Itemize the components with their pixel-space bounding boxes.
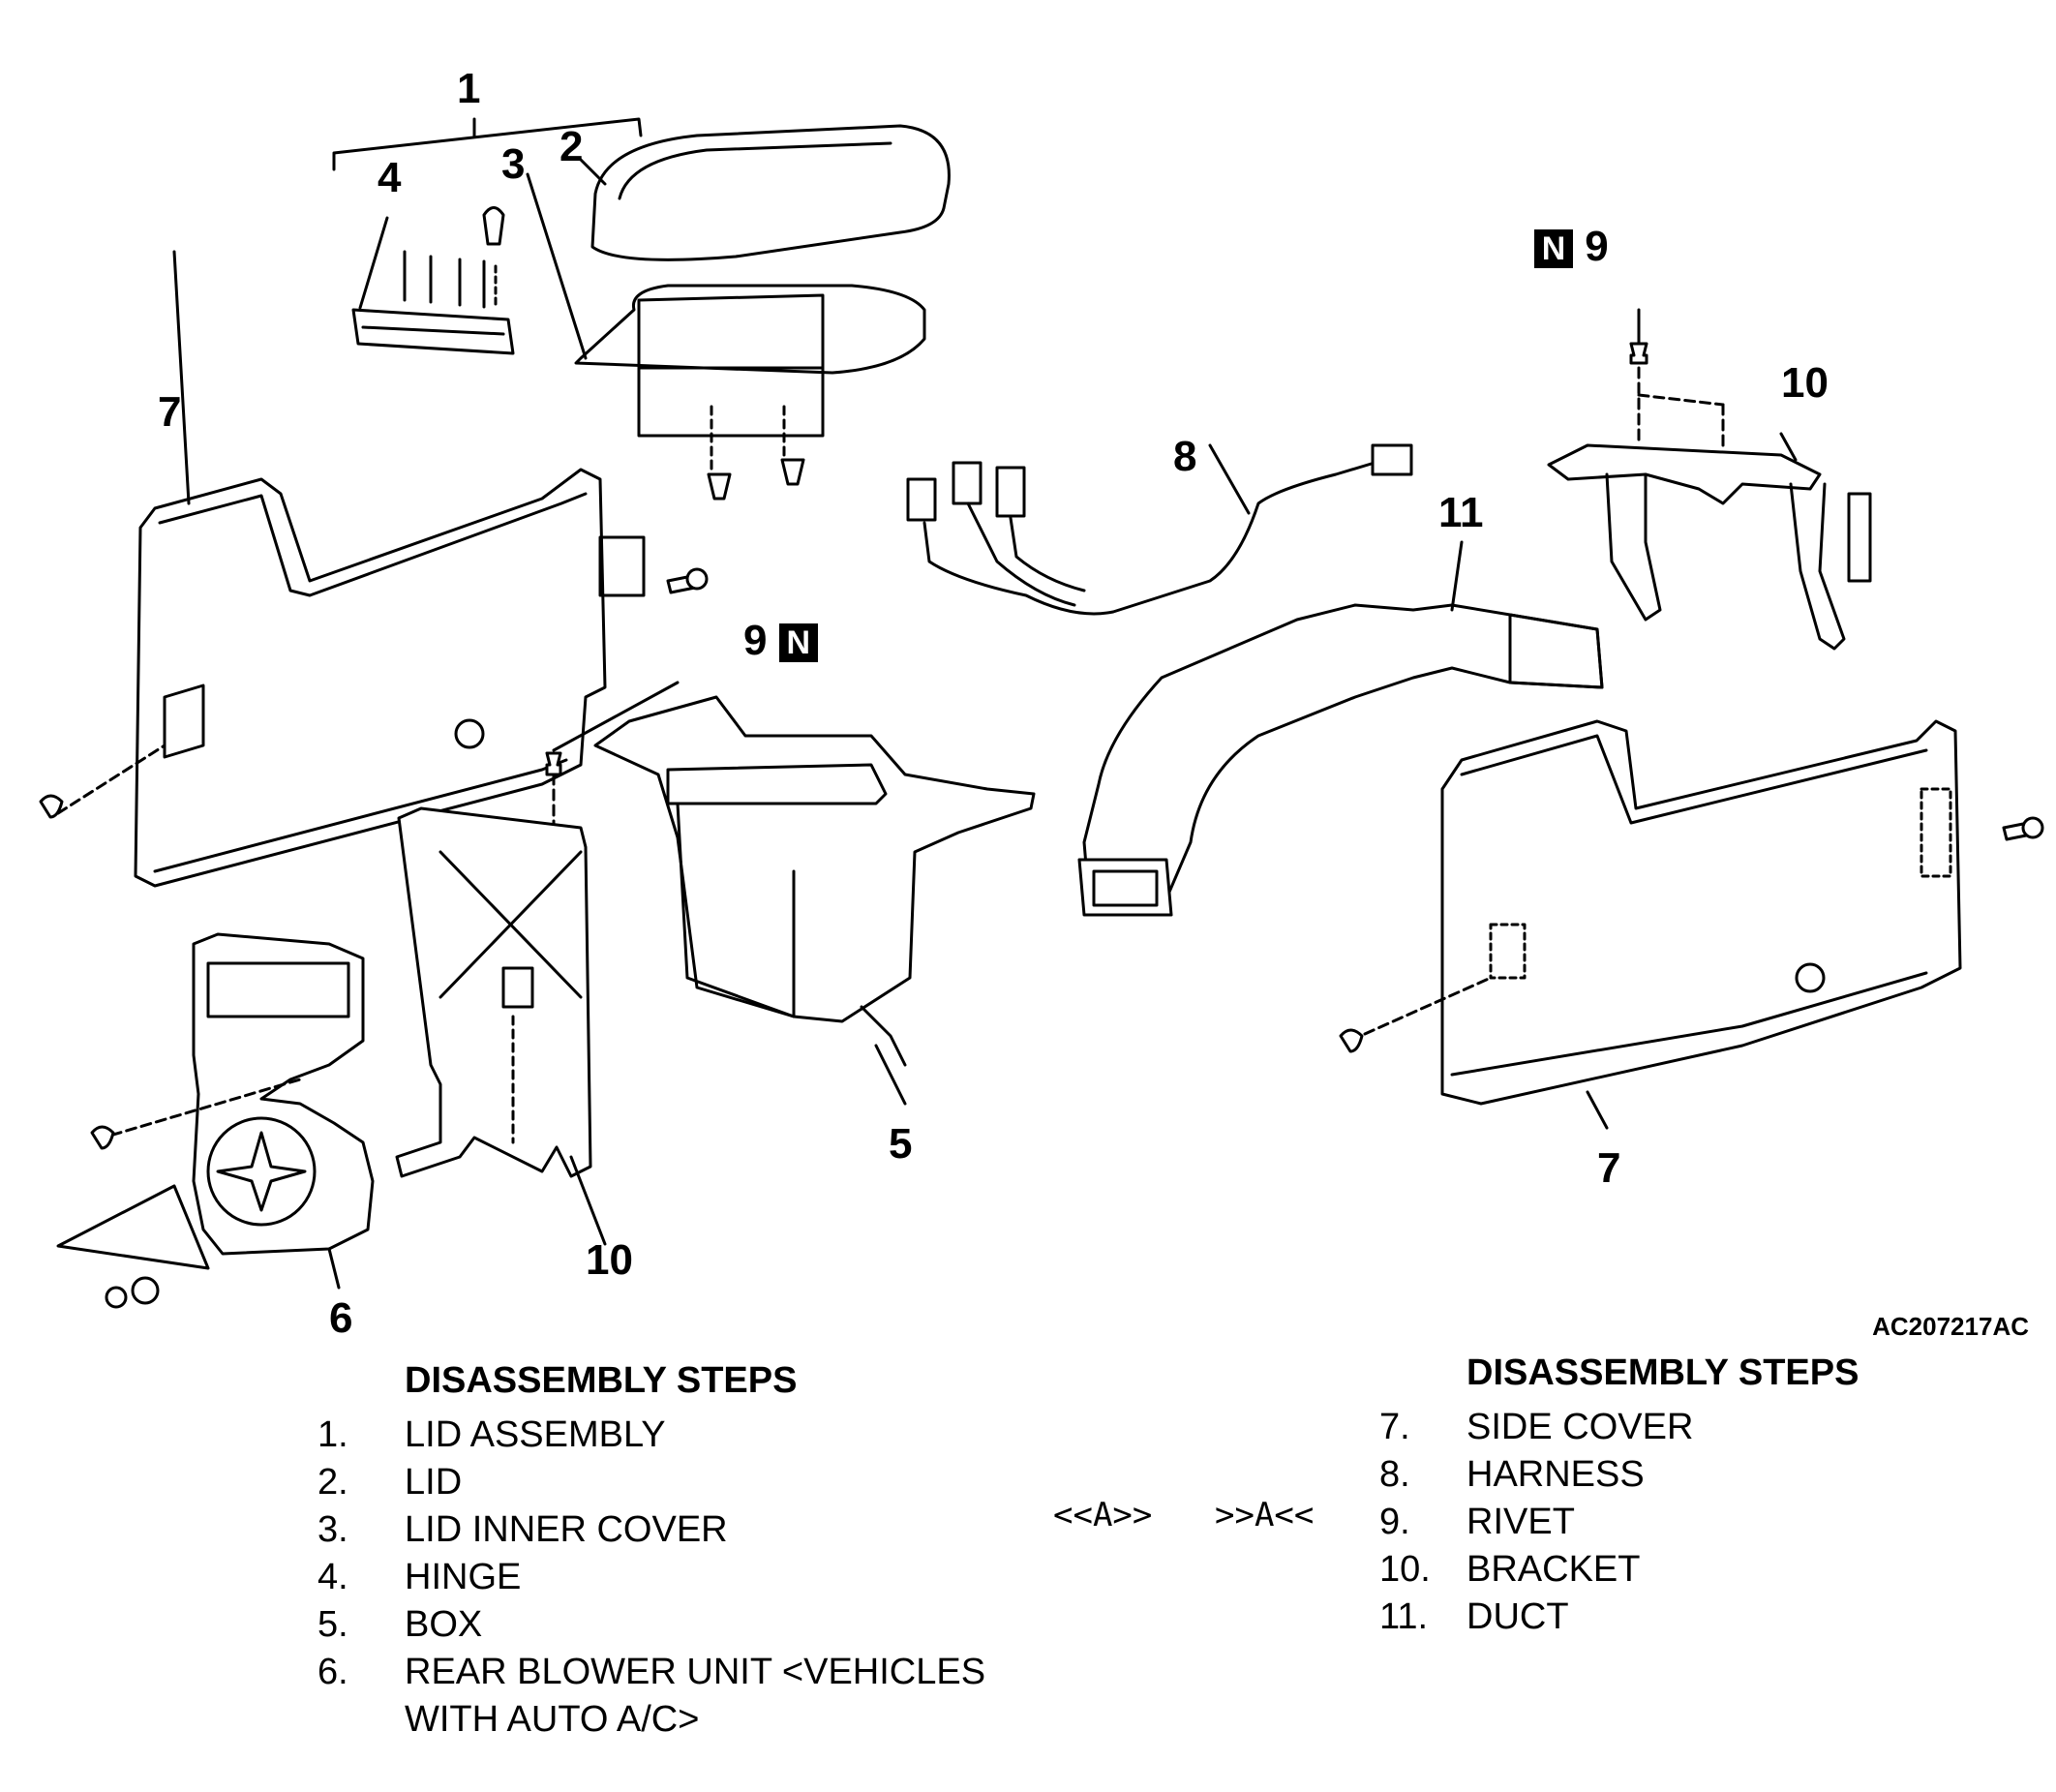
step-label: BOX	[405, 1604, 483, 1645]
step-label: WITH AUTO A/C>	[405, 1699, 700, 1740]
harness-part	[906, 443, 1413, 616]
callout-9-right-number: 9	[1585, 223, 1609, 270]
list-item: 7. SIDE COVER	[1379, 1404, 1859, 1451]
callout-10-right: 10	[1781, 359, 1829, 407]
step-number: 7.	[1379, 1407, 1410, 1447]
step-label: LID INNER COVER	[405, 1509, 728, 1550]
lid-inner-cover-part	[526, 172, 926, 486]
callout-10-left: 10	[586, 1236, 633, 1284]
left-bracket-part	[395, 681, 680, 1246]
step-number: 4.	[317, 1557, 348, 1597]
step-label: HARNESS	[1466, 1454, 1645, 1495]
callout-8: 8	[1173, 433, 1197, 480]
step-label: LID	[405, 1462, 463, 1503]
step-number: 10.	[1379, 1549, 1431, 1590]
service-mark-right: >>A<<	[1215, 1496, 1315, 1534]
left-steps-heading: DISASSEMBLY STEPS	[405, 1360, 798, 1401]
callout-9-right: N 9	[1534, 223, 1609, 270]
service-mark-left: <<A>>	[1053, 1496, 1153, 1534]
callout-9-left: 9 N	[743, 617, 818, 664]
right-steps-heading: DISASSEMBLY STEPS	[1466, 1352, 1859, 1393]
hinge-part	[351, 216, 515, 355]
left-disassembly-steps: DISASSEMBLY STEPS 1. LID ASSEMBLY 2. LID 3…	[317, 1360, 985, 1744]
list-item: 9. RIVET	[1379, 1499, 1859, 1546]
callout-7-right: 7	[1597, 1144, 1621, 1192]
step-number: 9.	[1379, 1502, 1410, 1542]
callout-3: 3	[501, 140, 526, 188]
exploded-parts-diagram	[39, 117, 2044, 1309]
lid-cover-screws	[482, 206, 805, 501]
new-part-badge: N	[1534, 229, 1573, 269]
rear-blower-unit-part	[56, 932, 375, 1309]
duct-part	[1077, 540, 1604, 917]
list-item: 1. LID ASSEMBLY	[317, 1412, 985, 1459]
list-item: 2. LID	[317, 1459, 985, 1506]
new-part-badge: N	[778, 623, 818, 663]
step-number: 5.	[317, 1604, 348, 1645]
list-item: 4. HINGE	[317, 1554, 985, 1601]
callout-6: 6	[329, 1294, 353, 1342]
step-label: BRACKET	[1466, 1549, 1641, 1590]
figure-code: AC207217AC	[1872, 1312, 2029, 1341]
lid-part	[579, 124, 951, 261]
step-label: LID ASSEMBLY	[405, 1414, 666, 1455]
step-number: 6.	[317, 1652, 348, 1692]
callout-2: 2	[559, 123, 584, 170]
list-item: 11. DUCT	[1379, 1594, 1859, 1641]
callout-9-left-number: 9	[743, 617, 768, 664]
right-bracket-part	[1547, 308, 1872, 651]
list-item: 3. LID INNER COVER	[317, 1506, 985, 1554]
list-item: WITH AUTO A/C>	[317, 1696, 985, 1744]
list-item: 8. HARNESS	[1379, 1451, 1859, 1499]
step-label: REAR BLOWER UNIT <VEHICLES	[405, 1652, 986, 1692]
list-item: 6. REAR BLOWER UNIT <VEHICLES	[317, 1649, 985, 1696]
callout-11: 11	[1438, 489, 1484, 536]
step-number: 2.	[317, 1462, 348, 1503]
step-label: DUCT	[1466, 1596, 1569, 1637]
callout-4: 4	[378, 154, 402, 201]
step-number: 8.	[1379, 1454, 1410, 1495]
list-item: 5. BOX	[317, 1601, 985, 1649]
lid-assembly-bracket	[332, 117, 643, 171]
step-number: 1.	[317, 1414, 348, 1455]
step-number: 11.	[1379, 1596, 1429, 1637]
callout-7-left: 7	[158, 388, 182, 436]
right-side-cover-part	[1339, 719, 2044, 1130]
box-part	[593, 695, 1036, 1106]
step-number: 3.	[317, 1509, 348, 1550]
step-label: SIDE COVER	[1466, 1407, 1694, 1447]
list-item: 10. BRACKET	[1379, 1546, 1859, 1594]
right-disassembly-steps: DISASSEMBLY STEPS 7. SIDE COVER 8. HARNESS…	[1379, 1352, 1859, 1641]
callout-1: 1	[457, 65, 481, 112]
step-label: RIVET	[1466, 1502, 1575, 1542]
callout-5: 5	[889, 1120, 913, 1168]
step-label: HINGE	[405, 1557, 522, 1597]
